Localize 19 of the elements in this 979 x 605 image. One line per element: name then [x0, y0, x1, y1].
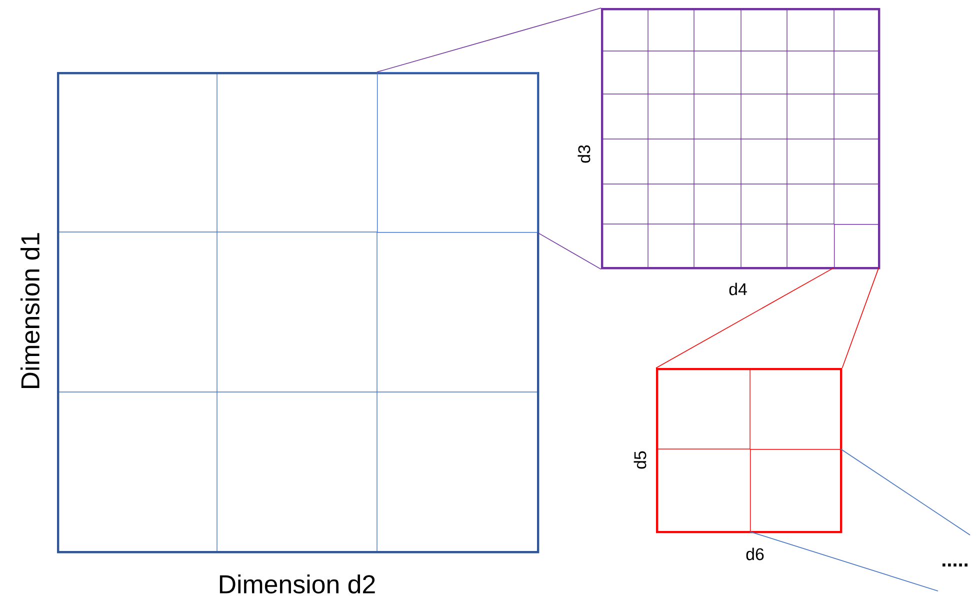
axis-label: d3 [578, 145, 590, 163]
grid-cell [377, 72, 538, 233]
grid-frame [57, 72, 540, 554]
grid-cell [834, 224, 879, 268]
zoom-line [750, 531, 938, 592]
axis-label: d6 [746, 548, 764, 560]
zoom-line [656, 267, 834, 368]
zoom-line [842, 267, 880, 368]
zoom-line [840, 448, 970, 536]
axis-label: Dimension d2 [220, 574, 375, 594]
grid-cell [750, 449, 841, 532]
ellipsis-text: ..... [942, 564, 968, 566]
grid-frame [601, 8, 880, 270]
axis-label: Dimension d1 [20, 233, 40, 388]
zoom-line [537, 232, 602, 270]
zoom-line [376, 8, 602, 72]
axis-label: d5 [634, 451, 646, 469]
grid-frame [656, 368, 842, 534]
axis-label: d4 [729, 282, 747, 296]
